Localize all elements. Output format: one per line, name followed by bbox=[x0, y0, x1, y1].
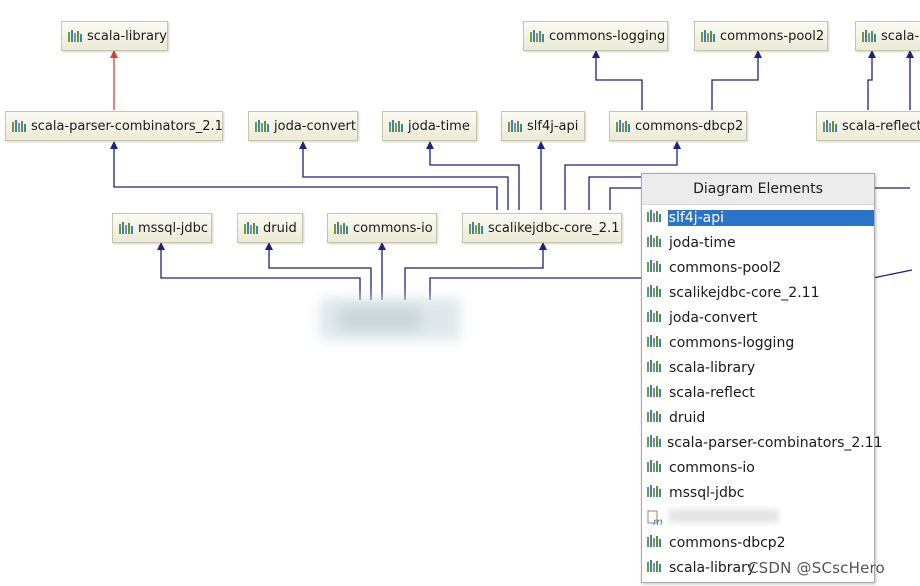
node-druid[interactable]: druid bbox=[237, 213, 303, 243]
library-icon bbox=[647, 459, 663, 476]
popup-item-label: scalikejdbc-core_2.11 bbox=[669, 284, 820, 301]
popup-item[interactable]: scala-library bbox=[642, 355, 874, 380]
popup-item[interactable]: mssql-jdbc bbox=[642, 480, 874, 505]
popup-item-label: scala-reflect bbox=[669, 384, 755, 401]
popup-item-label: joda-convert bbox=[669, 309, 758, 326]
library-icon bbox=[389, 120, 403, 132]
popup-item-label: slf4j-api bbox=[667, 209, 874, 226]
node-label: slf4j-api bbox=[527, 118, 579, 134]
library-icon bbox=[255, 120, 269, 132]
popup-item-label: druid bbox=[669, 409, 706, 426]
popup-item-label bbox=[668, 508, 779, 527]
popup-title: Diagram Elements bbox=[642, 174, 874, 205]
library-icon bbox=[647, 284, 663, 301]
popup-item-label: commons-logging bbox=[669, 334, 795, 351]
node-label: joda-convert bbox=[274, 118, 356, 134]
popup-item-label: scala-parser-combinators_2.11 bbox=[667, 434, 883, 451]
node-label: commons-io bbox=[353, 220, 433, 236]
popup-item[interactable]: commons-pool2 bbox=[642, 255, 874, 280]
popup-item[interactable]: m bbox=[642, 505, 874, 530]
popup-list: slf4j-api joda-time commons-pool2 scalikejd… bbox=[642, 205, 883, 580]
node-label: scala- bbox=[881, 28, 920, 44]
library-icon bbox=[508, 120, 522, 132]
node-scalikejdbc-core[interactable]: scalikejdbc-core_2.11 bbox=[462, 213, 622, 243]
node-scala-parser-combinators[interactable]: scala-parser-combinators_2.11 bbox=[5, 111, 223, 141]
watermark: CSDN @SCscHero bbox=[748, 559, 885, 577]
root-project-node-blurred[interactable] bbox=[320, 298, 460, 340]
popup-item[interactable]: joda-convert bbox=[642, 305, 874, 330]
library-icon bbox=[469, 222, 483, 234]
popup-item[interactable]: scala-reflect bbox=[642, 380, 874, 405]
popup-item[interactable]: slf4j-api bbox=[642, 205, 874, 230]
node-label: scala-parser-combinators_2.11 bbox=[31, 118, 223, 134]
library-icon bbox=[244, 222, 258, 234]
library-icon bbox=[647, 534, 663, 551]
node-label: scala-reflect bbox=[842, 118, 920, 134]
library-icon bbox=[647, 559, 663, 576]
diagram-elements-popup: Diagram Elements slf4j-api joda-time commo… bbox=[641, 173, 883, 583]
node-label: commons-logging bbox=[549, 28, 666, 44]
node-scala-library-right[interactable]: scala- bbox=[855, 21, 920, 51]
popup-item-label: commons-pool2 bbox=[669, 259, 782, 276]
popup-item[interactable]: commons-logging bbox=[642, 330, 874, 355]
library-icon bbox=[647, 409, 663, 426]
node-commons-logging[interactable]: commons-logging bbox=[523, 21, 668, 51]
library-icon bbox=[862, 30, 876, 42]
library-icon bbox=[647, 209, 663, 226]
node-scala-reflect[interactable]: scala-reflect bbox=[816, 111, 920, 141]
library-icon bbox=[647, 359, 663, 376]
node-mssql-jdbc[interactable]: mssql-jdbc bbox=[112, 213, 212, 243]
library-icon bbox=[68, 30, 82, 42]
popup-item-label: mssql-jdbc bbox=[669, 484, 745, 501]
popup-item[interactable]: joda-time bbox=[642, 230, 874, 255]
library-icon bbox=[647, 434, 661, 451]
svg-text:m: m bbox=[653, 517, 663, 526]
library-icon bbox=[616, 120, 630, 132]
popup-item-label: joda-time bbox=[669, 234, 736, 251]
node-scala-library[interactable]: scala-library bbox=[61, 21, 168, 51]
popup-item-label: commons-io bbox=[669, 459, 755, 476]
node-label: mssql-jdbc bbox=[138, 220, 209, 236]
node-label: commons-pool2 bbox=[720, 28, 825, 44]
library-icon bbox=[647, 309, 663, 326]
popup-item[interactable]: druid bbox=[642, 405, 874, 430]
node-joda-time[interactable]: joda-time bbox=[382, 111, 477, 141]
popup-item[interactable]: scala-parser-combinators_2.11 bbox=[642, 430, 883, 455]
library-icon bbox=[647, 259, 663, 276]
library-icon bbox=[647, 384, 663, 401]
node-commons-io[interactable]: commons-io bbox=[327, 213, 437, 243]
popup-item[interactable]: scalikejdbc-core_2.11 bbox=[642, 280, 874, 305]
node-commons-dbcp2[interactable]: commons-dbcp2 bbox=[609, 111, 747, 141]
maven-module-icon: m bbox=[647, 510, 663, 528]
node-joda-convert[interactable]: joda-convert bbox=[248, 111, 358, 141]
node-label: joda-time bbox=[408, 118, 470, 134]
library-icon bbox=[701, 30, 715, 42]
popup-item[interactable]: commons-io bbox=[642, 455, 874, 480]
library-icon bbox=[12, 120, 26, 132]
library-icon bbox=[119, 222, 133, 234]
library-icon bbox=[647, 484, 663, 501]
node-label: druid bbox=[263, 220, 297, 236]
library-icon bbox=[530, 30, 544, 42]
node-commons-pool2[interactable]: commons-pool2 bbox=[694, 21, 828, 51]
library-icon bbox=[823, 120, 837, 132]
popup-item[interactable]: scala-library bbox=[642, 555, 874, 580]
popup-item-label: scala-library bbox=[669, 559, 756, 576]
popup-item-label: scala-library bbox=[669, 359, 756, 376]
node-slf4j-api[interactable]: slf4j-api bbox=[501, 111, 585, 141]
popup-item[interactable]: commons-dbcp2 bbox=[642, 530, 874, 555]
library-icon bbox=[647, 334, 663, 351]
node-label: commons-dbcp2 bbox=[635, 118, 744, 134]
popup-item-label: commons-dbcp2 bbox=[669, 534, 786, 551]
blurred-label bbox=[669, 508, 779, 523]
node-label: scalikejdbc-core_2.11 bbox=[488, 220, 622, 236]
library-icon bbox=[334, 222, 348, 234]
library-icon bbox=[647, 234, 663, 251]
node-label: scala-library bbox=[87, 28, 167, 44]
